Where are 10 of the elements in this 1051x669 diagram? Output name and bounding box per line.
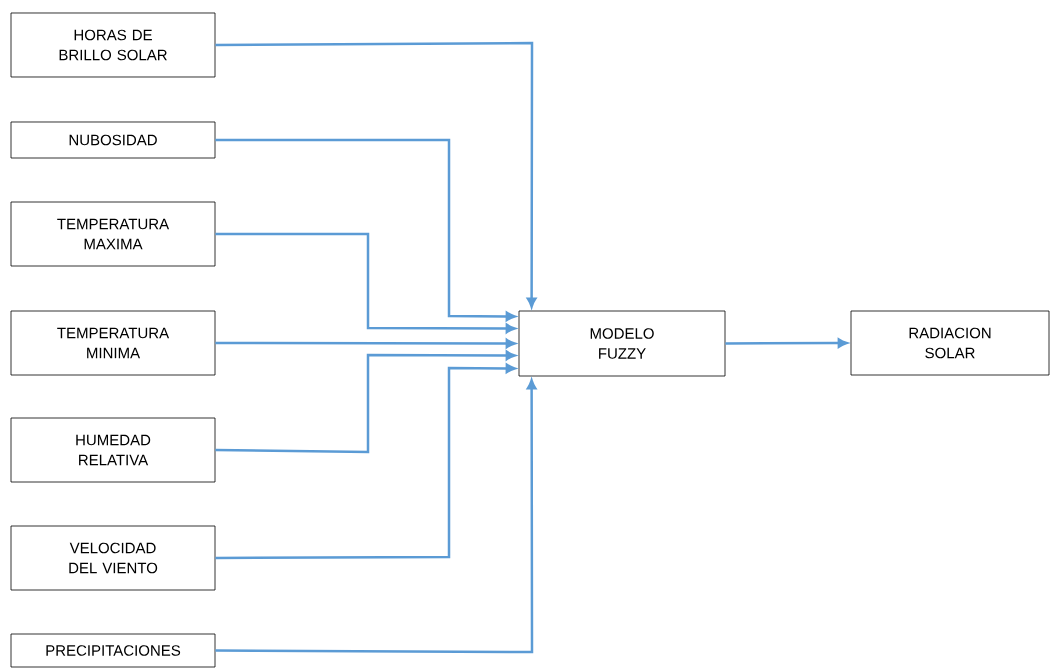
arrow — [725, 338, 848, 348]
process-box: TEMPERATURA MINIMA — [10, 310, 216, 376]
process-box: NUBOSIDAD — [10, 121, 216, 159]
process-box: TEMPERATURA MAXIMA — [10, 201, 216, 267]
process-box: PRECIPITACIONES — [10, 633, 216, 668]
process-box: HORAS DE BRILLO SOLAR — [10, 12, 216, 78]
process-box: HUMEDAD RELATIVA — [10, 417, 216, 483]
process-box: MODELO FUZZY — [518, 310, 726, 377]
process-box: RADIACION SOLAR — [850, 310, 1050, 376]
process-box: VELOCIDAD DEL VIENTO — [10, 525, 216, 591]
